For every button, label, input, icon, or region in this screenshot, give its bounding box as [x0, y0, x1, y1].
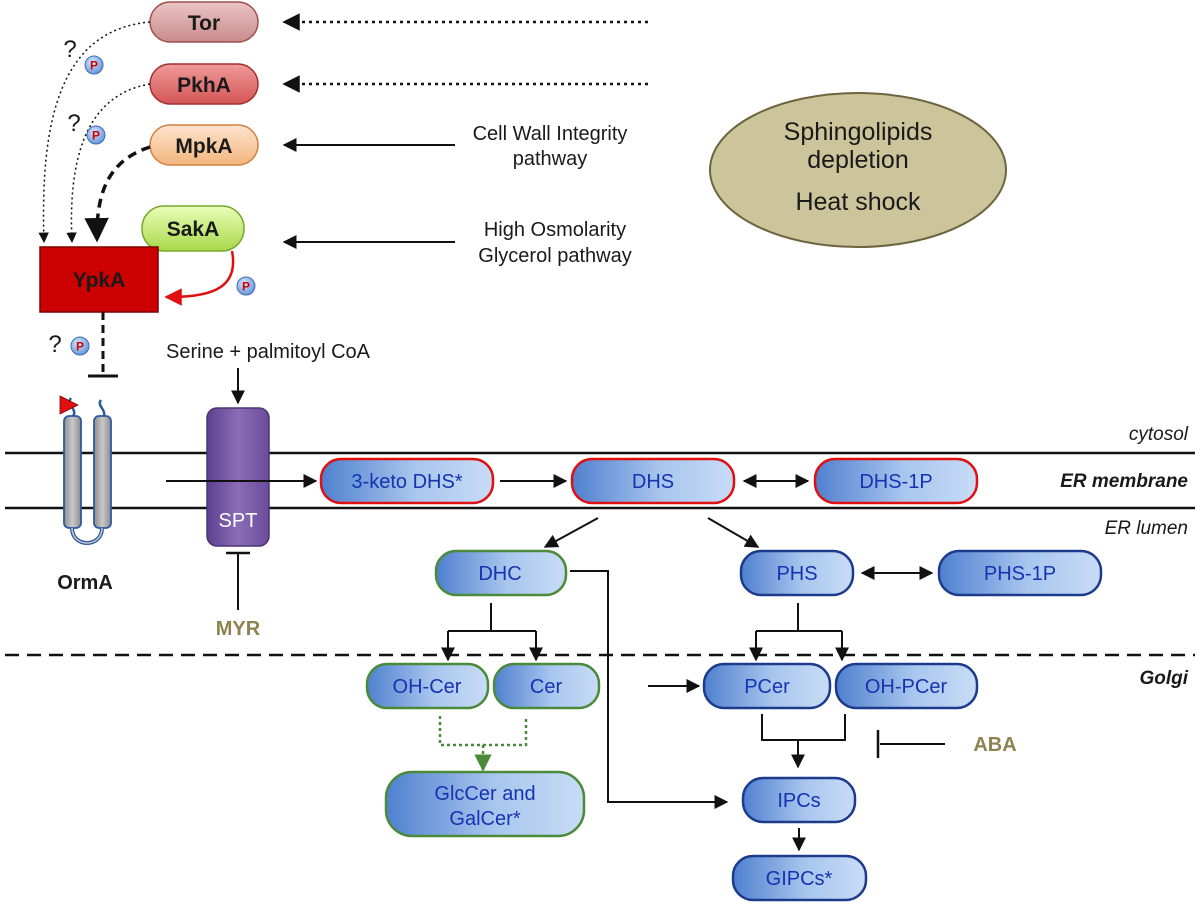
saka-to-ypka-arrow [164, 250, 235, 306]
svg-text:PHS: PHS [776, 563, 817, 585]
question-mark-pkha: ? [67, 110, 80, 137]
golgi-label: Golgi [1139, 668, 1188, 689]
cwi-label-line2: pathway [513, 148, 588, 170]
dhs-to-phs-arrow [707, 517, 760, 548]
ohpcer-node: OH-PCer [834, 662, 979, 710]
cer-to-glccer-arrow [438, 716, 528, 770]
svg-text:DHS: DHS [632, 471, 674, 493]
pcer-node: PCer [702, 662, 832, 710]
svg-text:SakA: SakA [167, 218, 220, 241]
stress-ellipse: Sphingolipids depletion Heat shock [709, 92, 1007, 248]
svg-text:GIPCs*: GIPCs* [766, 868, 833, 890]
dhc-branch-lines [448, 603, 536, 632]
svg-text:PkhA: PkhA [177, 74, 231, 97]
stress-line3: Heat shock [795, 188, 921, 216]
phospho-badge-pkha: P [86, 125, 106, 145]
er-lumen-label: ER lumen [1105, 518, 1188, 539]
ipcs-node: IPCs [741, 776, 857, 824]
cer-node: Cer [492, 662, 601, 710]
phs-node: PHS [739, 549, 855, 597]
tor-node: Tor [149, 1, 259, 43]
phospho-badge-saka: P [236, 276, 256, 296]
dhc-to-ipcs-arrow [570, 570, 729, 809]
mpka-node: MpkA [149, 124, 259, 166]
pkha-node: PkhA [149, 63, 259, 105]
cytosol-label: cytosol [1129, 424, 1189, 445]
orma-label: OrmA [57, 572, 113, 594]
dhs-to-dhc-arrow [543, 517, 599, 548]
svg-text:3-keto DHS*: 3-keto DHS* [351, 471, 462, 493]
svg-text:P: P [90, 59, 98, 73]
aba-label: ABA [973, 734, 1016, 756]
svg-text:PCer: PCer [744, 676, 790, 698]
phs1p-node: PHS-1P [937, 549, 1103, 597]
dhs1p-node: DHS-1P [813, 457, 979, 505]
saka-node: SakA [141, 205, 245, 252]
svg-text:Cer: Cer [530, 676, 563, 698]
spt-label: SPT [219, 510, 258, 532]
phospho-badge-ypka: P [70, 336, 90, 356]
svg-text:P: P [76, 340, 84, 354]
ohcer-node: OH-Cer [365, 662, 490, 710]
question-mark-ypka: ? [48, 331, 61, 358]
svg-text:DHC: DHC [478, 563, 521, 585]
glccer-line2: GalCer* [449, 808, 520, 830]
pcer-to-ipcs-arrow [761, 714, 846, 767]
svg-text:YpkA: YpkA [73, 269, 126, 292]
orma-protein [59, 395, 112, 545]
stress-line1: Sphingolipids [784, 118, 933, 146]
svg-text:P: P [92, 129, 100, 143]
dhs-node: DHS [570, 457, 736, 505]
hog-label-line2: Glycerol pathway [478, 245, 631, 267]
stress-line2: depletion [807, 146, 908, 174]
glccer-line1: GlcCer and [434, 783, 535, 805]
question-mark-tor: ? [63, 36, 76, 63]
dhc-node: DHC [434, 549, 568, 597]
phospho-badge-tor: P [84, 55, 104, 75]
tor-to-ypka-arrow [38, 21, 151, 244]
svg-text:MpkA: MpkA [175, 135, 232, 158]
cwi-label-line1: Cell Wall Integrity [473, 123, 628, 145]
glccer-node: GlcCer and GalCer* [384, 770, 586, 838]
spt-protein: SPT [206, 407, 270, 547]
svg-text:OH-Cer: OH-Cer [393, 676, 462, 698]
keto-dhs-node: 3-keto DHS* [319, 457, 495, 505]
svg-text:PHS-1P: PHS-1P [984, 563, 1056, 585]
phs-branch-lines [756, 603, 842, 632]
svg-text:OH-PCer: OH-PCer [865, 676, 948, 698]
gipcs-node: GIPCs* [731, 854, 868, 902]
svg-text:P: P [242, 280, 250, 294]
substrate-label: Serine + palmitoyl CoA [166, 341, 371, 363]
hog-label-line1: High Osmolarity [484, 219, 626, 241]
ypka-node: YpkA [39, 246, 159, 313]
myr-label: MYR [216, 618, 261, 640]
er-membrane-label: ER membrane [1060, 471, 1188, 492]
phosphosite-marker-icon [59, 395, 79, 415]
svg-text:DHS-1P: DHS-1P [859, 471, 932, 493]
pkha-to-ypka-arrow [66, 83, 151, 244]
svg-text:IPCs: IPCs [777, 790, 820, 812]
svg-text:Tor: Tor [188, 12, 220, 35]
